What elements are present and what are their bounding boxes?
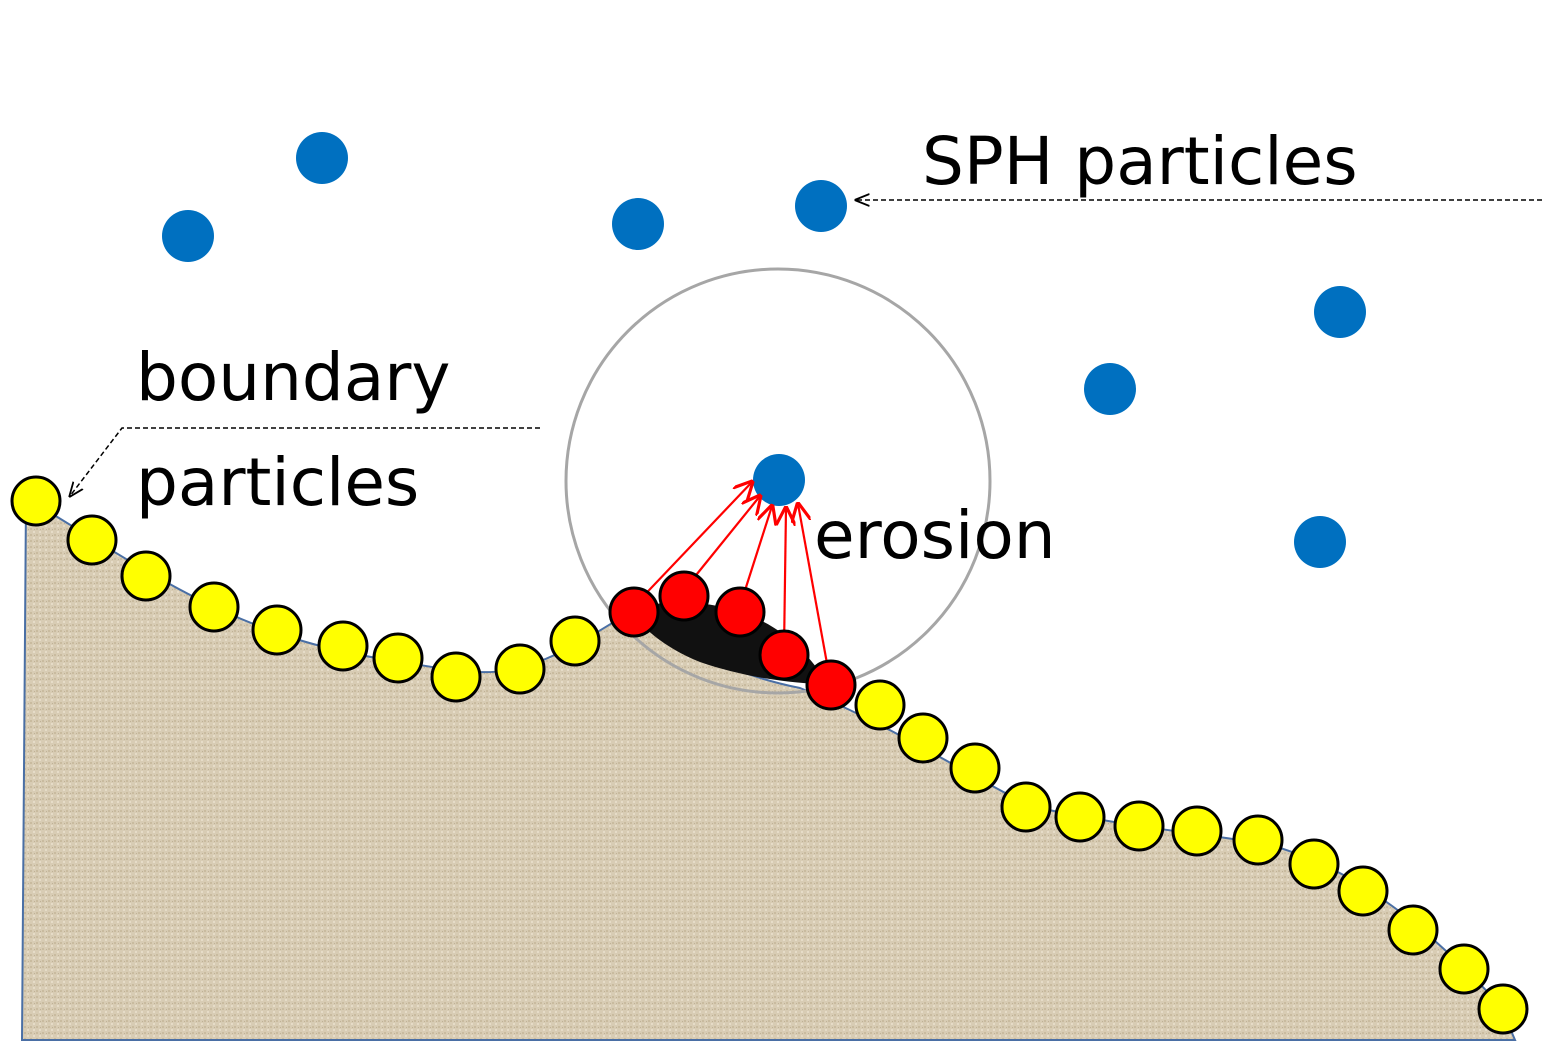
boundary-particle — [251, 604, 303, 656]
sph-particle — [162, 210, 214, 262]
boundary-particle — [1337, 865, 1389, 917]
boundary-particle — [494, 643, 546, 695]
boundary-particle — [1000, 781, 1052, 833]
boundary-particle — [1477, 983, 1529, 1035]
boundary-particle — [1171, 805, 1223, 857]
eroded-particle — [714, 586, 766, 638]
boundary-particle — [949, 742, 1001, 794]
boundary-particle — [1288, 838, 1340, 890]
sph-particle — [795, 180, 847, 232]
boundary-particles-pointer — [70, 427, 540, 496]
boundary-particle — [549, 615, 601, 667]
sph-particles-label: SPH particles — [922, 123, 1358, 200]
boundary-particle — [10, 475, 62, 527]
eroded-particle — [805, 659, 857, 711]
sph-particle — [1084, 363, 1136, 415]
interaction-arrow — [784, 508, 786, 651]
kernel-circle — [564, 267, 992, 695]
boundary-particle — [372, 632, 424, 684]
sph-particle — [1314, 286, 1366, 338]
boundary-particle — [1232, 814, 1284, 866]
boundary-particle — [1438, 943, 1490, 995]
boundary-particle — [188, 581, 240, 633]
boundary-label-line2: particles — [136, 444, 419, 521]
boundary-particle — [897, 712, 949, 764]
boundary-particle — [1113, 800, 1165, 852]
boundary-label-line1: boundary — [136, 339, 450, 416]
sph-particles — [162, 132, 1366, 568]
boundary-particle — [120, 550, 172, 602]
boundary-particle — [317, 620, 369, 672]
eroded-particle — [758, 629, 810, 681]
eroded-particles — [608, 570, 857, 711]
ground-body — [20, 496, 1517, 1041]
eroded-particle — [658, 570, 710, 622]
erosion-label: erosion — [814, 497, 1056, 574]
sph-particle-center — [753, 454, 805, 506]
boundary-particle — [854, 679, 906, 731]
sph-particle — [296, 132, 348, 184]
boundary-particles — [10, 475, 1529, 1035]
eroded-particle — [608, 586, 660, 638]
boundary-particle — [1387, 904, 1439, 956]
interaction-arrow — [798, 504, 832, 681]
boundary-particle — [430, 651, 482, 703]
boundary-particle — [1054, 791, 1106, 843]
interaction-arrow — [633, 482, 752, 607]
sph-particle — [1294, 516, 1346, 568]
boundary-particle — [66, 514, 118, 566]
sph-particle — [612, 198, 664, 250]
